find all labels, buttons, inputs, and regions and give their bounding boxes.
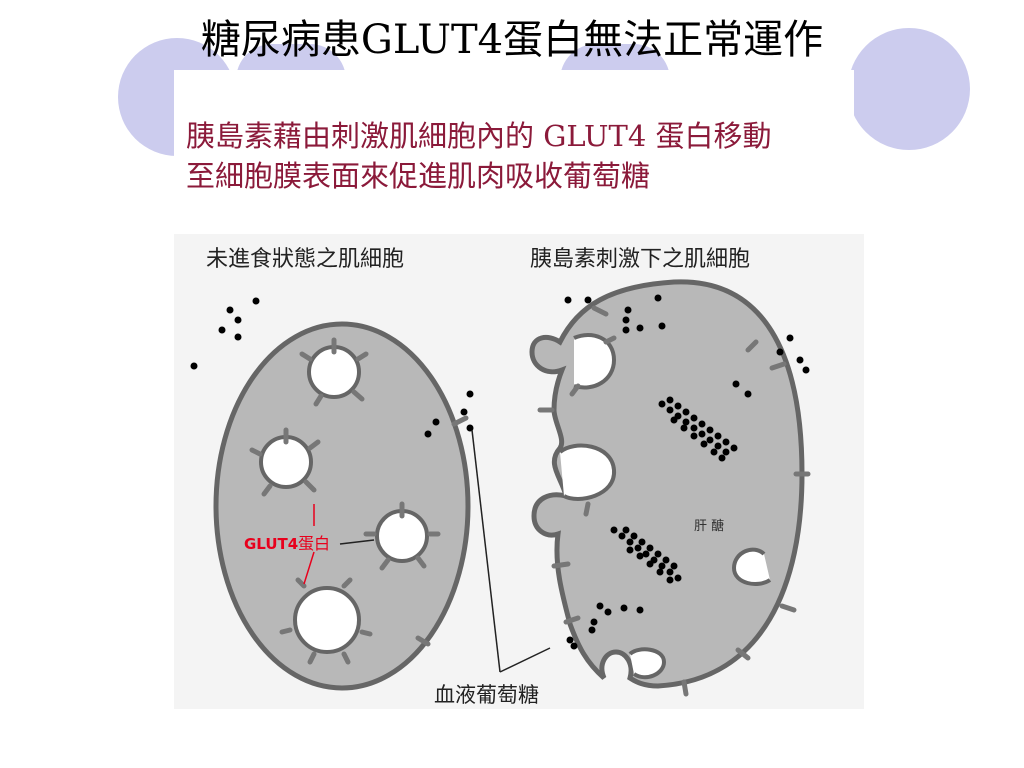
left-cell-label: 未進食狀態之肌細胞	[206, 247, 404, 272]
glut4-label: GLUT4	[244, 535, 298, 553]
left-muscle-cell	[213, 321, 471, 691]
slide-title: 糖尿病患GLUT4蛋白無法正常運作	[200, 17, 824, 63]
protein-label: 蛋白	[298, 534, 330, 553]
blood-glucose-label: 血液葡萄糖	[434, 683, 539, 707]
glucose-dots-right	[564, 294, 810, 650]
glycogen-granules	[610, 396, 738, 584]
blood-glucose-callout: 血液葡萄糖	[434, 429, 551, 707]
decorative-circle-right	[848, 28, 970, 150]
glucose-dots-left	[190, 297, 474, 438]
subtitle-panel	[174, 70, 854, 210]
right-cell-label: 胰島素刺激下之肌細胞	[530, 247, 750, 272]
muscle-cell-diagram: 未進食狀態之肌細胞 胰島素刺激下之肌細胞	[174, 234, 864, 709]
glut4-vesicle	[293, 586, 361, 654]
subtitle-line-1: 胰島素藉由刺激肌細胞內的 GLUT4 蛋白移動	[186, 119, 772, 153]
glut4-annotation: GLUT4 蛋白	[244, 504, 375, 585]
glycogen-label: 肝 醣	[694, 518, 724, 534]
subtitle-line-2: 至細胞膜表面來促進肌肉吸收葡萄糖	[186, 159, 651, 193]
